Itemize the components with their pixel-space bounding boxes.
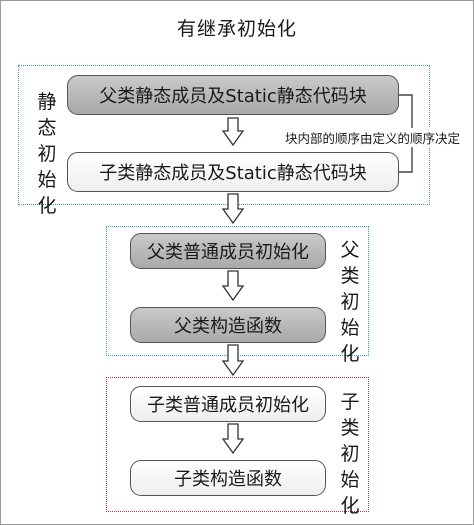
arrow-parent-to-child-group <box>221 344 245 377</box>
child-static-text: 子类静态成员及Static静态代码块 <box>99 163 367 184</box>
parent-static-box: 父类静态成员及Static静态代码块 <box>67 75 399 115</box>
arrow-static-to-parent-group <box>221 193 245 225</box>
parent-init-label: 父类初始化 <box>340 239 360 365</box>
child-init-label: 子类初始化 <box>340 391 360 517</box>
arrow-parent-member-to-ctor <box>221 270 245 302</box>
child-ctor-box: 子类构造函数 <box>130 460 326 496</box>
arrow-child-member-to-ctor <box>221 423 245 455</box>
order-annotation: 块内部的顺序由定义的顺序决定 <box>284 128 462 147</box>
parent-member-box: 父类普通成员初始化 <box>130 233 326 269</box>
child-ctor-text: 子类构造函数 <box>174 469 282 490</box>
diagram-title: 有继承初始化 <box>176 18 297 40</box>
arrow-static-parent-to-child <box>221 117 245 147</box>
child-init-group <box>106 377 369 512</box>
parent-ctor-text: 父类构造函数 <box>174 316 282 337</box>
parent-static-text: 父类静态成员及Static静态代码块 <box>99 86 367 107</box>
parent-ctor-box: 父类构造函数 <box>130 307 326 343</box>
child-member-text: 子类普通成员初始化 <box>147 395 309 416</box>
child-static-box: 子类静态成员及Static静态代码块 <box>67 152 399 192</box>
static-init-label: 静态初始化 <box>37 91 57 217</box>
parent-member-text: 父类普通成员初始化 <box>147 242 309 263</box>
child-member-box: 子类普通成员初始化 <box>130 386 326 422</box>
